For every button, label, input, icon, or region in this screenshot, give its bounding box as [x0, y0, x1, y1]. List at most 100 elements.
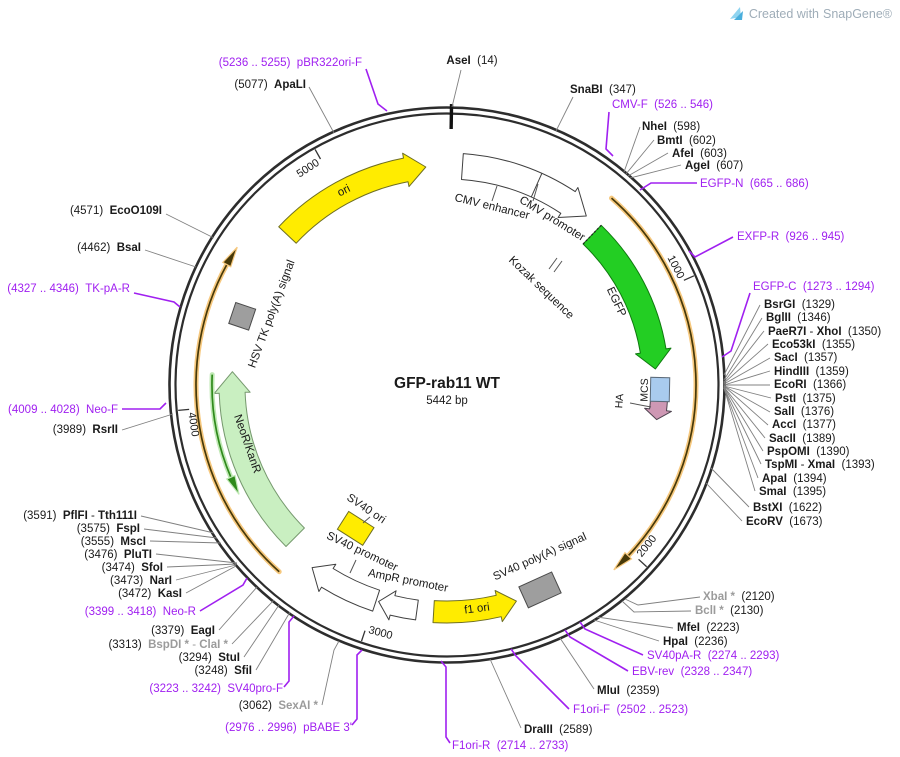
enzyme-label-SacII[interactable]: SacII (1389) — [769, 433, 836, 445]
enzyme-label-EcoRV[interactable]: EcoRV (1673) — [746, 516, 823, 528]
feature-label-mcs[interactable]: MCS — [639, 378, 652, 402]
feature-ori-arrow[interactable] — [278, 152, 427, 244]
enzyme-line-SalI — [723, 385, 771, 413]
feature-egfp-arrow[interactable] — [582, 224, 672, 370]
feature-gene-arc-right[interactable] — [610, 197, 697, 557]
primer-label-egfp-n[interactable]: EGFP-N (665 .. 686) — [700, 178, 809, 190]
feature-mcs-box[interactable] — [649, 376, 671, 403]
feature-neo-thin-arrow[interactable] — [211, 374, 232, 478]
enzyme-label-NarI[interactable]: (3473) NarI — [110, 575, 172, 587]
enzyme-line-BglII — [723, 317, 763, 381]
enzyme-label-DraIII[interactable]: DraIII (2589) — [524, 724, 593, 736]
enzyme-label-StuI[interactable]: (3294) StuI — [179, 652, 240, 664]
primer-label-sv40pa-r[interactable]: SV40pA-R (2274 .. 2293) — [647, 650, 779, 662]
connector-5 — [548, 257, 558, 270]
primer-label-cmv-f[interactable]: CMV-F (526 .. 546) — [612, 99, 713, 111]
enzyme-label-SexAI[interactable]: (3062) SexAI * — [239, 700, 319, 712]
enzyme-label-BspDI-ClaI[interactable]: (3313) BspDI * - ClaI * — [108, 639, 228, 651]
primer-label-exfp-r[interactable]: EXFP-R (926 .. 945) — [737, 231, 845, 243]
enzyme-line-DraIII — [489, 658, 522, 729]
enzyme-label-EcoRI[interactable]: EcoRI (1366) — [774, 379, 846, 391]
feature-label-f1-ori[interactable]: f1 ori — [464, 601, 491, 616]
primer-label-f1ori-r[interactable]: F1ori-R (2714 .. 2733) — [452, 740, 569, 752]
enzyme-label-XbaI[interactable]: XbaI * (2120) — [703, 591, 775, 603]
enzyme-label-BsrGI[interactable]: BsrGI (1329) — [764, 299, 835, 311]
feature-sv40-promoter-arrow[interactable] — [311, 563, 381, 612]
enzyme-label-BclI[interactable]: BclI * (2130) — [695, 605, 764, 617]
enzyme-label-TspMI-XmaI[interactable]: TspMI - XmaI (1393) — [765, 459, 875, 471]
feature-label-kozak-sequence[interactable]: Kozak sequence — [506, 254, 576, 321]
plasmid-title: GFP-rab11 WT — [394, 375, 500, 392]
enzyme-label-AseI[interactable]: AseI (14) — [446, 55, 497, 67]
feature-cmv-enhancer-promoter-arrow[interactable] — [461, 153, 587, 218]
enzyme-label-AfeI[interactable]: AfeI (603) — [672, 148, 727, 160]
enzyme-line-AfeI — [627, 152, 669, 177]
enzyme-label-MscI[interactable]: (3555) MscI — [81, 536, 146, 548]
enzyme-label-MluI[interactable]: MluI (2359) — [597, 685, 660, 697]
feature-gene-arc-left[interactable] — [195, 264, 280, 573]
primer-label-pbabe-3-[interactable]: (2976 .. 2996) pBABE 3' — [225, 722, 352, 734]
enzyme-label-KasI[interactable]: (3472) KasI — [118, 588, 182, 600]
primer-label-pbr322ori-f[interactable]: (5236 .. 5255) pBR322ori-F — [219, 57, 362, 69]
feature-label-cmv-enhancer[interactable]: CMV enhancer — [453, 192, 531, 222]
feature-label-ori[interactable]: ori — [336, 183, 353, 199]
enzyme-line-BspDI-ClaI — [231, 599, 275, 645]
tick-label-4000: 4000 — [185, 412, 201, 438]
enzyme-line-XbaI — [624, 596, 701, 606]
enzyme-label-EagI[interactable]: (3379) EagI — [151, 625, 215, 637]
connector-3 — [349, 559, 357, 574]
enzyme-label-PflFI-Tth111I[interactable]: (3591) PflFI - Tth111I — [23, 510, 137, 522]
enzyme-label-RsrII[interactable]: (3989) RsrII — [53, 424, 118, 436]
primer-label-neo-f[interactable]: (4009 .. 4028) Neo-F — [8, 404, 118, 416]
enzyme-label-AgeI[interactable]: AgeI (607) — [685, 160, 743, 172]
feature-label-sv40-poly-a-signal[interactable]: SV40 poly(A) signal — [491, 531, 588, 583]
connector-0 — [491, 185, 498, 202]
enzyme-line-PflFI-Tth111I — [140, 515, 215, 534]
feature-hsv-tk-polya-box[interactable] — [228, 301, 257, 331]
primer-line-egfp-c — [721, 292, 751, 358]
primer-label-sv40pro-f[interactable]: (3223 .. 3242) SV40pro-F — [149, 683, 283, 695]
enzyme-label-FspI[interactable]: (3575) FspI — [77, 523, 140, 535]
enzyme-label-ApaI[interactable]: ApaI (1394) — [762, 473, 827, 485]
enzyme-label-NheI[interactable]: NheI (598) — [642, 121, 700, 133]
enzyme-label-HpaI[interactable]: HpaI (2236) — [663, 636, 728, 648]
tick-4000 — [178, 408, 190, 412]
enzyme-label-SnaBI[interactable]: SnaBI (347) — [570, 84, 636, 96]
enzyme-label-PaeR7I-XhoI[interactable]: PaeR7I - XhoI (1350) — [768, 326, 881, 338]
feature-ampr-promoter-arrow[interactable] — [378, 590, 419, 621]
enzyme-label-BmtI[interactable]: BmtI (602) — [657, 135, 716, 147]
feature-ha-tag-arrow[interactable] — [644, 399, 672, 421]
enzyme-label-PspOMI[interactable]: PspOMI (1390) — [767, 446, 850, 458]
enzyme-line-BclI — [621, 600, 692, 613]
enzyme-label-MfeI[interactable]: MfeI (2223) — [677, 622, 740, 634]
primer-line-f1ori-r — [440, 660, 451, 744]
enzyme-label-ApaLI[interactable]: (5077) ApaLI — [234, 79, 306, 91]
primer-label-tk-pa-r[interactable]: (4327 .. 4346) TK-pA-R — [7, 283, 130, 295]
enzyme-label-BglII[interactable]: BglII (1346) — [766, 312, 831, 324]
primer-label-ebv-rev[interactable]: EBV-rev (2328 .. 2347) — [632, 666, 752, 678]
primer-label-neo-r[interactable]: (3399 .. 3418) Neo-R — [85, 606, 196, 618]
backbone-circle-inner — [174, 112, 720, 658]
enzyme-line-SacI — [723, 357, 771, 385]
feature-neor-kanr-arrow[interactable] — [213, 371, 305, 547]
enzyme-label-Eco53kI[interactable]: Eco53kI (1355) — [772, 339, 855, 351]
enzyme-label-PstI[interactable]: PstI (1375) — [775, 393, 836, 405]
enzyme-label-AccI[interactable]: AccI (1377) — [772, 419, 836, 431]
primer-label-f1ori-f[interactable]: F1ori-F (2502 .. 2523) — [573, 704, 688, 716]
enzyme-label-EcoO109I[interactable]: (4571) EcoO109I — [70, 205, 162, 217]
enzyme-label-BsaI[interactable]: (4462) BsaI — [77, 242, 141, 254]
enzyme-label-SfiI[interactable]: (3248) SfiI — [194, 665, 252, 677]
feature-sv40-polya-box[interactable] — [518, 571, 562, 609]
feature-f1-ori-arrow[interactable] — [432, 590, 517, 624]
enzyme-label-BstXI[interactable]: BstXI (1622) — [753, 502, 822, 514]
enzyme-label-SmaI[interactable]: SmaI (1395) — [759, 486, 826, 498]
feature-label-ha[interactable]: HA — [613, 393, 626, 409]
enzyme-label-SalI[interactable]: SalI (1376) — [774, 406, 834, 418]
primer-label-egfp-c[interactable]: EGFP-C (1273 .. 1294) — [753, 281, 875, 293]
enzyme-label-SacI[interactable]: SacI (1357) — [774, 352, 837, 364]
feature-sv40-ori-box[interactable] — [336, 510, 375, 547]
enzyme-label-PluTI[interactable]: (3476) PluTI — [84, 549, 152, 561]
enzyme-label-SfoI[interactable]: (3474) SfoI — [102, 562, 163, 574]
enzyme-label-HindIII[interactable]: HindIII (1359) — [774, 366, 849, 378]
